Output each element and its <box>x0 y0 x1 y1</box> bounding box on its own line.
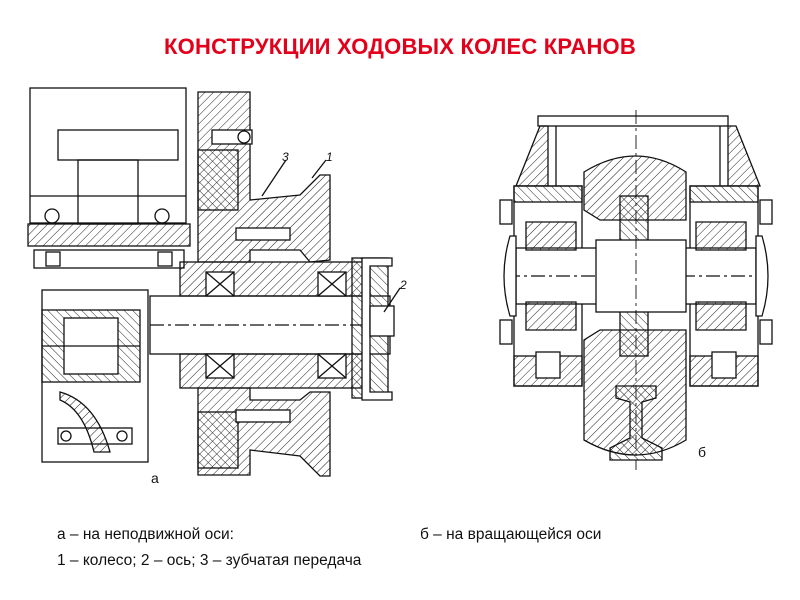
caption-legend: 1 – колесо; 2 – ось; 3 – зубчатая переда… <box>57 552 362 569</box>
part-number-3: 3 <box>282 150 289 164</box>
motor-housing <box>29 87 187 224</box>
part-number-2: 2 <box>400 278 407 292</box>
page-title: КОНСТРУКЦИИ ХОДОВЫХ КОЛЕС КРАНОВ <box>164 34 636 59</box>
figure-a-drawing <box>27 87 401 477</box>
figure-b-drawing <box>499 110 773 470</box>
wheel-b-body <box>583 155 687 221</box>
mounting-plate <box>27 223 191 247</box>
caption-fixed-axle: а – на неподвижной оси: <box>57 526 234 543</box>
figure-a-label: а <box>151 470 159 486</box>
caption-rotating-axle: б – на вращающейся оси <box>420 526 602 543</box>
figure-b-label: б <box>698 444 707 460</box>
part-number-1: 1 <box>326 150 333 164</box>
gear-3 <box>197 149 239 211</box>
